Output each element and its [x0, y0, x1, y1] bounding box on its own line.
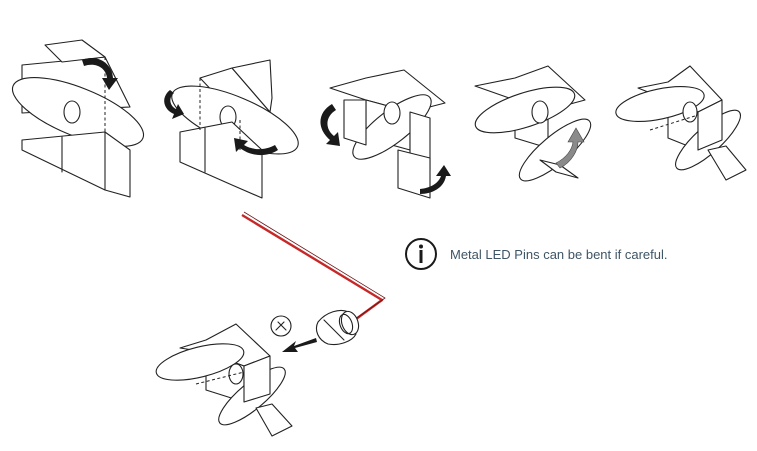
- led-insert-step: [155, 211, 386, 437]
- info-icon: [405, 238, 437, 270]
- fold-step-2: [164, 59, 299, 199]
- led-wire: [241, 213, 384, 323]
- info-note-text: Metal LED Pins can be bent if careful.: [450, 246, 668, 262]
- fold-step-3: [320, 69, 451, 199]
- rotate-arrow-icon: [234, 138, 278, 156]
- rotate-arrow-icon: [420, 165, 451, 194]
- rotate-arrow-icon: [320, 104, 340, 146]
- fold-step-1: [11, 39, 145, 198]
- info-note: Metal LED Pins can be bent if careful.: [404, 236, 668, 272]
- rotate-arrow-icon: [164, 90, 184, 119]
- rotate-arrow-icon: [82, 58, 118, 90]
- bend-arrow-icon: [555, 127, 585, 169]
- pin-detail-icon: [270, 315, 292, 337]
- led-component: [315, 309, 360, 346]
- fold-step-5: [615, 65, 747, 181]
- fold-step-4: [474, 65, 592, 182]
- insert-arrow-icon: [282, 338, 317, 352]
